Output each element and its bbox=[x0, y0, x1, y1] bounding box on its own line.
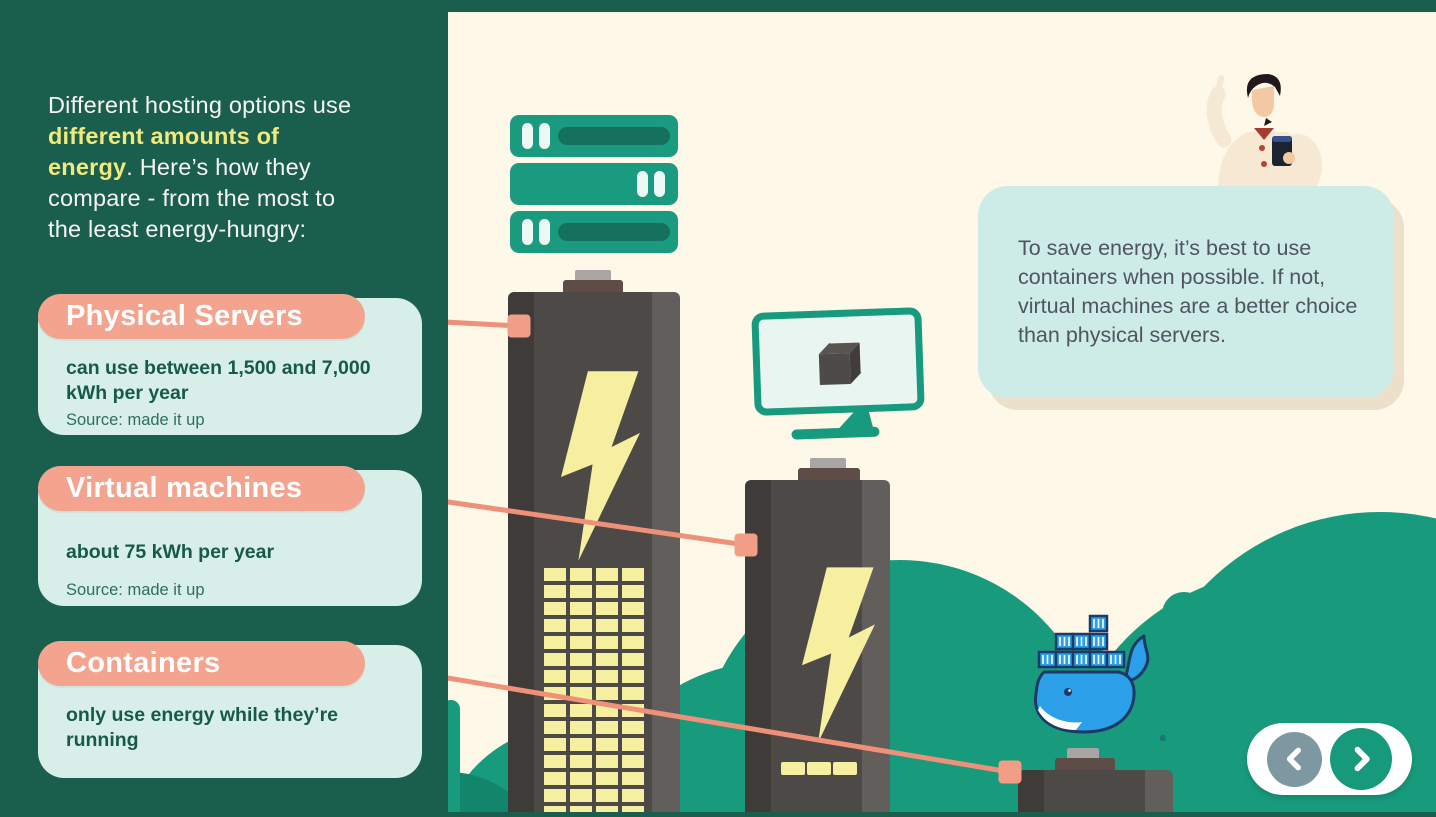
charge-dash bbox=[781, 762, 805, 775]
card-physical-servers: Physical Servers can use between 1,500 a… bbox=[38, 294, 422, 435]
card-body: about 75 kWh per year Source: made it up bbox=[38, 470, 422, 616]
intro-rest: . Here’s how they compare - from the mos… bbox=[48, 154, 336, 242]
intro-lead: Different hosting options use bbox=[48, 92, 352, 118]
server-slot bbox=[558, 223, 670, 241]
card-source: Source: made it up bbox=[66, 581, 205, 599]
server-unit bbox=[510, 115, 678, 157]
intro-highlight: different amounts of energy bbox=[48, 123, 280, 180]
card-title: Virtual machines bbox=[66, 472, 303, 504]
next-slide-button[interactable] bbox=[1330, 728, 1392, 790]
card-title-pill: Virtual machines bbox=[38, 466, 365, 511]
lightning-bolt-icon bbox=[561, 371, 640, 561]
server-slot bbox=[558, 127, 670, 145]
card-source: Source: made it up bbox=[66, 411, 205, 429]
server-unit bbox=[510, 163, 678, 205]
monitor-screen bbox=[751, 307, 925, 416]
bush bbox=[448, 700, 460, 812]
speech-bubble-text: To save energy, it’s best to use contain… bbox=[1018, 236, 1358, 347]
battery-terminal bbox=[563, 280, 623, 294]
battery-terminal bbox=[1055, 758, 1115, 772]
card-title-pill: Containers bbox=[38, 641, 365, 686]
server-led bbox=[637, 171, 648, 197]
illustration-canvas: ® To save ene bbox=[448, 12, 1436, 812]
server-unit bbox=[510, 211, 678, 253]
card-virtual-machines: Virtual machines about 75 kWh per year S… bbox=[38, 466, 422, 606]
battery-small bbox=[1018, 770, 1173, 812]
battery-nub bbox=[810, 458, 846, 470]
card-containers: Containers only use energy while they’re… bbox=[38, 641, 422, 778]
server-led bbox=[539, 219, 550, 245]
chevron-left-icon bbox=[1286, 747, 1301, 771]
card-text: about 75 kWh per year bbox=[66, 541, 275, 563]
battery-cell-grid bbox=[544, 568, 644, 812]
card-body: can use between 1,500 and 7,000 kWh per … bbox=[38, 298, 422, 446]
speech-bubble: To save energy, it’s best to use contain… bbox=[978, 186, 1394, 398]
card-title-pill: Physical Servers bbox=[38, 294, 365, 339]
card-title: Containers bbox=[66, 647, 221, 679]
card-title: Physical Servers bbox=[66, 300, 303, 332]
charge-dash bbox=[833, 762, 857, 775]
cube-icon bbox=[818, 340, 863, 385]
battery-terminal bbox=[798, 468, 860, 482]
server-led bbox=[522, 123, 533, 149]
chevron-right-icon bbox=[1354, 746, 1370, 772]
server-led bbox=[654, 171, 665, 197]
person-pointing-illustration bbox=[1206, 74, 1322, 198]
battery-charge-dashes bbox=[781, 762, 857, 775]
server-led bbox=[522, 219, 533, 245]
trademark-symbol: ® bbox=[1160, 734, 1166, 743]
monitor-cube-icon bbox=[751, 307, 925, 440]
previous-slide-button[interactable] bbox=[1267, 731, 1322, 787]
lightning-bolt-icon bbox=[802, 567, 875, 743]
intro-text: Different hosting options use different … bbox=[48, 90, 353, 245]
sidebar: Different hosting options use different … bbox=[0, 0, 448, 817]
monitor-base bbox=[791, 426, 880, 440]
server-rack-icon bbox=[510, 115, 678, 259]
card-body: only use energy while they’re running bbox=[38, 645, 422, 774]
battery-nub bbox=[1067, 748, 1099, 760]
battery-nub bbox=[575, 270, 611, 282]
card-text: only use energy while they’re running bbox=[66, 704, 339, 751]
card-text: can use between 1,500 and 7,000 kWh per … bbox=[66, 357, 371, 404]
docker-whale-icon bbox=[1034, 614, 1150, 734]
server-led bbox=[539, 123, 550, 149]
slide-navigation bbox=[1247, 723, 1412, 795]
charge-dash bbox=[807, 762, 831, 775]
